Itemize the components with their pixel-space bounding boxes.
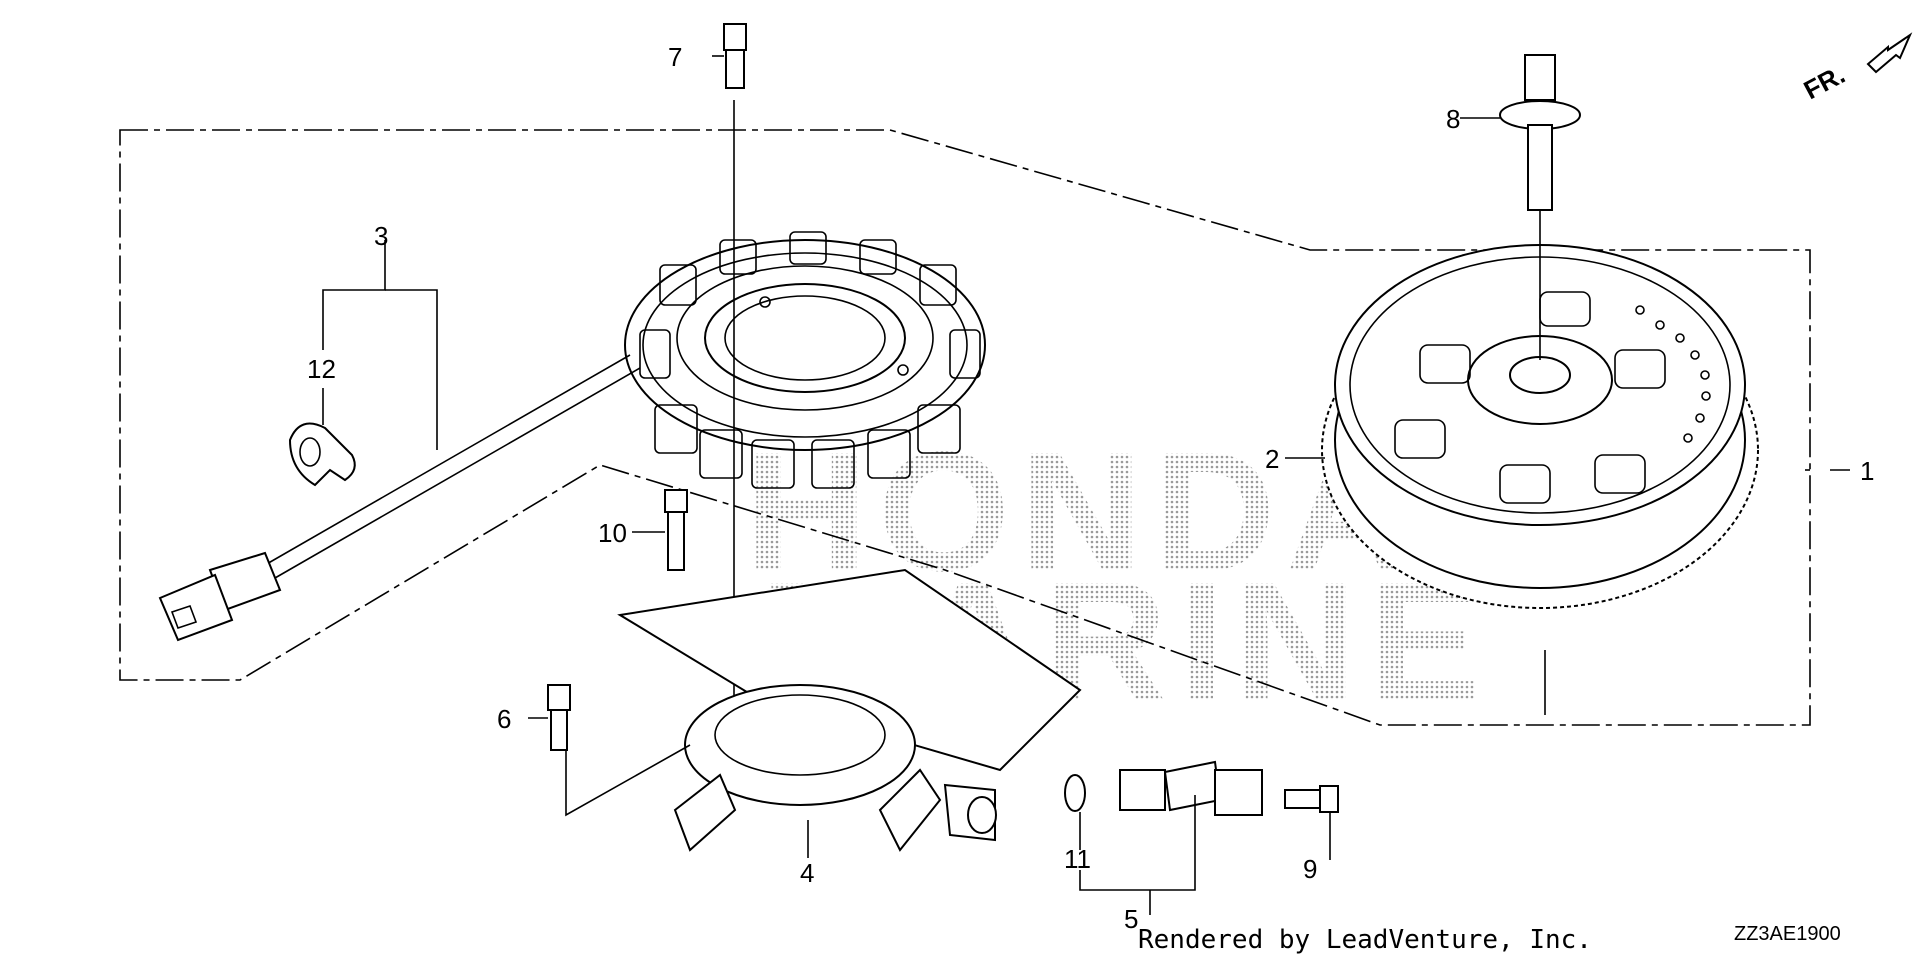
callout-3: 3	[374, 221, 388, 251]
cable-clamp	[288, 422, 356, 487]
callout-12: 12	[307, 354, 336, 384]
front-direction-arrow-icon	[1866, 32, 1913, 74]
bolt-10	[664, 489, 688, 571]
leader-lines	[322, 55, 1850, 915]
flywheel	[1321, 244, 1759, 609]
bolt-6	[547, 684, 571, 751]
callout-5: 5	[1124, 904, 1138, 934]
credit-text: Rendered by LeadVenture, Inc.	[1138, 925, 1592, 955]
stator-cable	[158, 354, 641, 642]
callout-6: 6	[497, 704, 511, 734]
callout-2: 2	[1265, 444, 1279, 474]
drawing-code: ZZ3AE1900	[1734, 923, 1841, 945]
callout-4: 4	[800, 858, 814, 888]
stator-base	[617, 568, 1082, 852]
callout-9: 9	[1303, 854, 1317, 884]
pulser-sensor	[1064, 760, 1339, 816]
callout-1: 1	[1860, 456, 1874, 486]
front-direction-label: FR.	[1799, 59, 1850, 105]
flywheel-bolt	[1499, 54, 1581, 360]
stator	[624, 231, 986, 489]
callout-11: 11	[1064, 844, 1091, 874]
assembly-outline	[119, 129, 1811, 726]
callout-8: 8	[1446, 104, 1460, 134]
watermark-honda: HONDA	[745, 417, 1418, 607]
callout-10: 10	[598, 518, 627, 548]
callout-7: 7	[668, 42, 682, 72]
